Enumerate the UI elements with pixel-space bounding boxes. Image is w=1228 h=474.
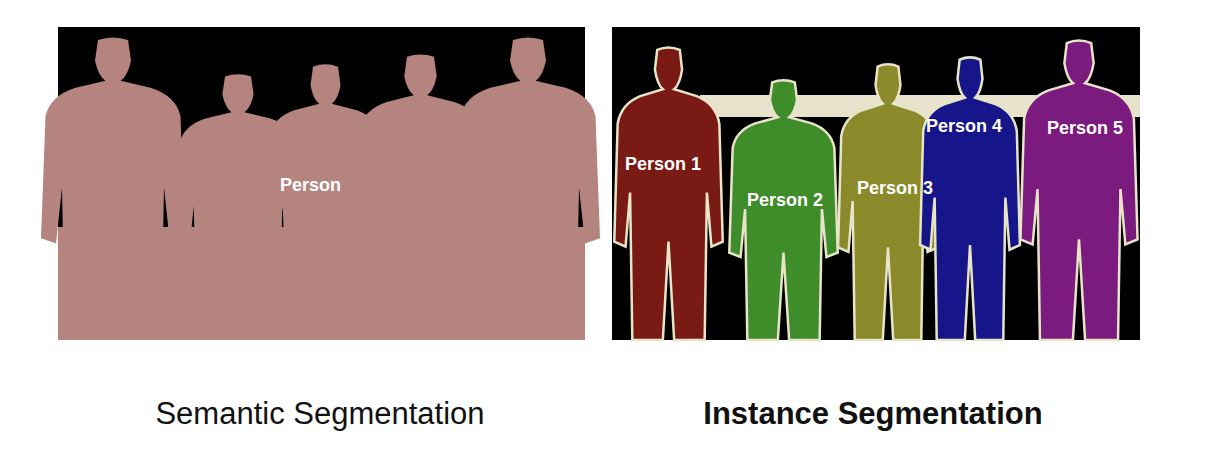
silhouette	[612, 45, 725, 340]
person-silhouette	[729, 80, 837, 340]
silhouette	[727, 78, 840, 340]
mask-label: Person 5	[1047, 119, 1123, 137]
mask-label: Person 3	[857, 179, 933, 197]
caption: Semantic Segmentation	[155, 398, 484, 429]
person-silhouette	[614, 47, 722, 340]
mask-base	[58, 227, 585, 340]
mask-label: Person 2	[747, 191, 823, 209]
instance-mask: Person 1	[612, 45, 725, 340]
caption: Instance Segmentation	[703, 398, 1042, 429]
mask-label: Person 1	[625, 155, 701, 173]
mask-label: Person	[280, 176, 341, 194]
person-silhouette	[1020, 41, 1137, 340]
instance-mask: Person 4	[918, 55, 1022, 340]
instance-mask: Person 2	[727, 78, 840, 340]
instance-mask: Person 5	[1018, 38, 1140, 340]
silhouette	[918, 55, 1022, 340]
person-silhouette	[920, 57, 1020, 340]
instance-panel	[612, 27, 1140, 340]
silhouette	[1018, 38, 1140, 340]
mask-label: Person 4	[926, 117, 1002, 135]
semantic-mask: Person	[58, 27, 585, 340]
